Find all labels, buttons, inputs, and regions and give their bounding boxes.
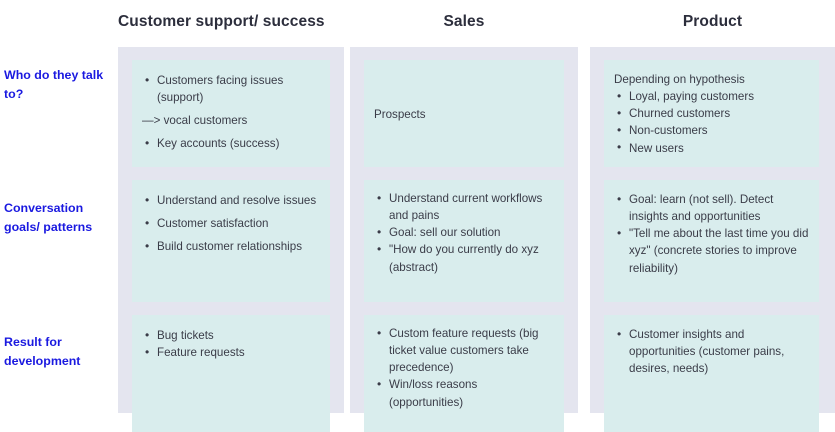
bullet-item: —> vocal customers [142, 114, 248, 128]
bullet-item: Win/loss reasons (opportunities) [377, 376, 554, 410]
row-label-conversation-goals: Conversation goals/ patterns [4, 201, 93, 235]
bullet-item: "Tell me about the last time you did xyz… [617, 225, 809, 276]
cell-support-result-for-development: Bug ticketsFeature requests [132, 315, 330, 432]
bullet-item: Churned customers [617, 105, 809, 123]
row-label-who-do-they-talk-to: Who do they talk to? [4, 68, 104, 102]
cell-product-who-do-they-talk-to: Depending on hypothesis Loyal, paying cu… [604, 60, 819, 167]
cell-support-who-do-they-talk-to: Customers facing issues (support) —> voca… [132, 60, 330, 167]
bullet-list: Goal: learn (not sell). Detect insights … [614, 190, 809, 277]
cell-product-result-for-development: Customer insights and opportunities (cus… [604, 315, 819, 432]
bullet-list: Custom feature requests (big ticket valu… [374, 324, 554, 411]
bullet-item: Customer insights and opportunities (cus… [617, 325, 809, 377]
bullet-list: Loyal, paying customersChurned customers… [614, 88, 809, 157]
column-panel-customer-support: Customers facing issues (support) —> voca… [118, 47, 344, 432]
column-header-product: Product [682, 13, 743, 30]
column-header-customer-support: Customer support/ success [118, 13, 325, 30]
bullet-item: "How do you currently do xyz (abstract) [377, 241, 554, 275]
bullet-item: Understand and resolve issues [145, 191, 320, 209]
column-header-row: Customer support/ success Sales Product [0, 0, 835, 46]
bullet-item: Custom feature requests (big ticket valu… [377, 324, 554, 376]
bullet-item: Loyal, paying customers [617, 88, 809, 106]
bullet-item: Customer satisfaction [145, 215, 320, 233]
bullet-item: Feature requests [145, 344, 320, 362]
column-panel-sales: Prospects Understand current workflows a… [350, 47, 578, 432]
column-header-sales: Sales [443, 13, 485, 30]
cell-lead-text: Depending on hypothesis [614, 73, 745, 86]
cell-sales-result-for-development: Custom feature requests (big ticket valu… [364, 315, 564, 432]
bullet-list: Bug ticketsFeature requests [142, 326, 320, 362]
cell-sales-who-do-they-talk-to: Prospects [364, 60, 564, 167]
cell-sales-conversation-goals: Understand current workflows and painsGo… [364, 180, 564, 302]
column-panel-product: Depending on hypothesis Loyal, paying cu… [590, 47, 835, 432]
bullet-item: Key accounts (success) [145, 135, 320, 153]
bullet-list: Understand current workflows and painsGo… [374, 189, 554, 276]
cell-product-conversation-goals: Goal: learn (not sell). Detect insights … [604, 180, 819, 302]
bullet-item: Customers facing issues (support) [145, 71, 320, 106]
bullet-item: Build customer relationships [145, 238, 320, 256]
bullet-item: Bug tickets [145, 326, 320, 344]
bullet-list: Understand and resolve issuesCustomer sa… [142, 191, 320, 256]
bullet-item: Understand current workflows and pains [377, 189, 554, 224]
bullet-list: Customers facing issues (support) —> voca… [142, 71, 320, 153]
bullet-item: Goal: learn (not sell). Detect insights … [617, 190, 809, 225]
bullet-item: Goal: sell our solution [377, 224, 554, 242]
bullet-item: Non-customers [617, 122, 809, 140]
cell-lead-text: Prospects [374, 107, 426, 121]
bullet-item: New users [617, 139, 809, 157]
bullet-list: Customer insights and opportunities (cus… [614, 325, 809, 377]
comparison-matrix: Customer support/ success Sales Product … [0, 0, 835, 420]
cell-support-conversation-goals: Understand and resolve issuesCustomer sa… [132, 180, 330, 302]
row-label-result-for-development: Result for development [4, 335, 81, 369]
